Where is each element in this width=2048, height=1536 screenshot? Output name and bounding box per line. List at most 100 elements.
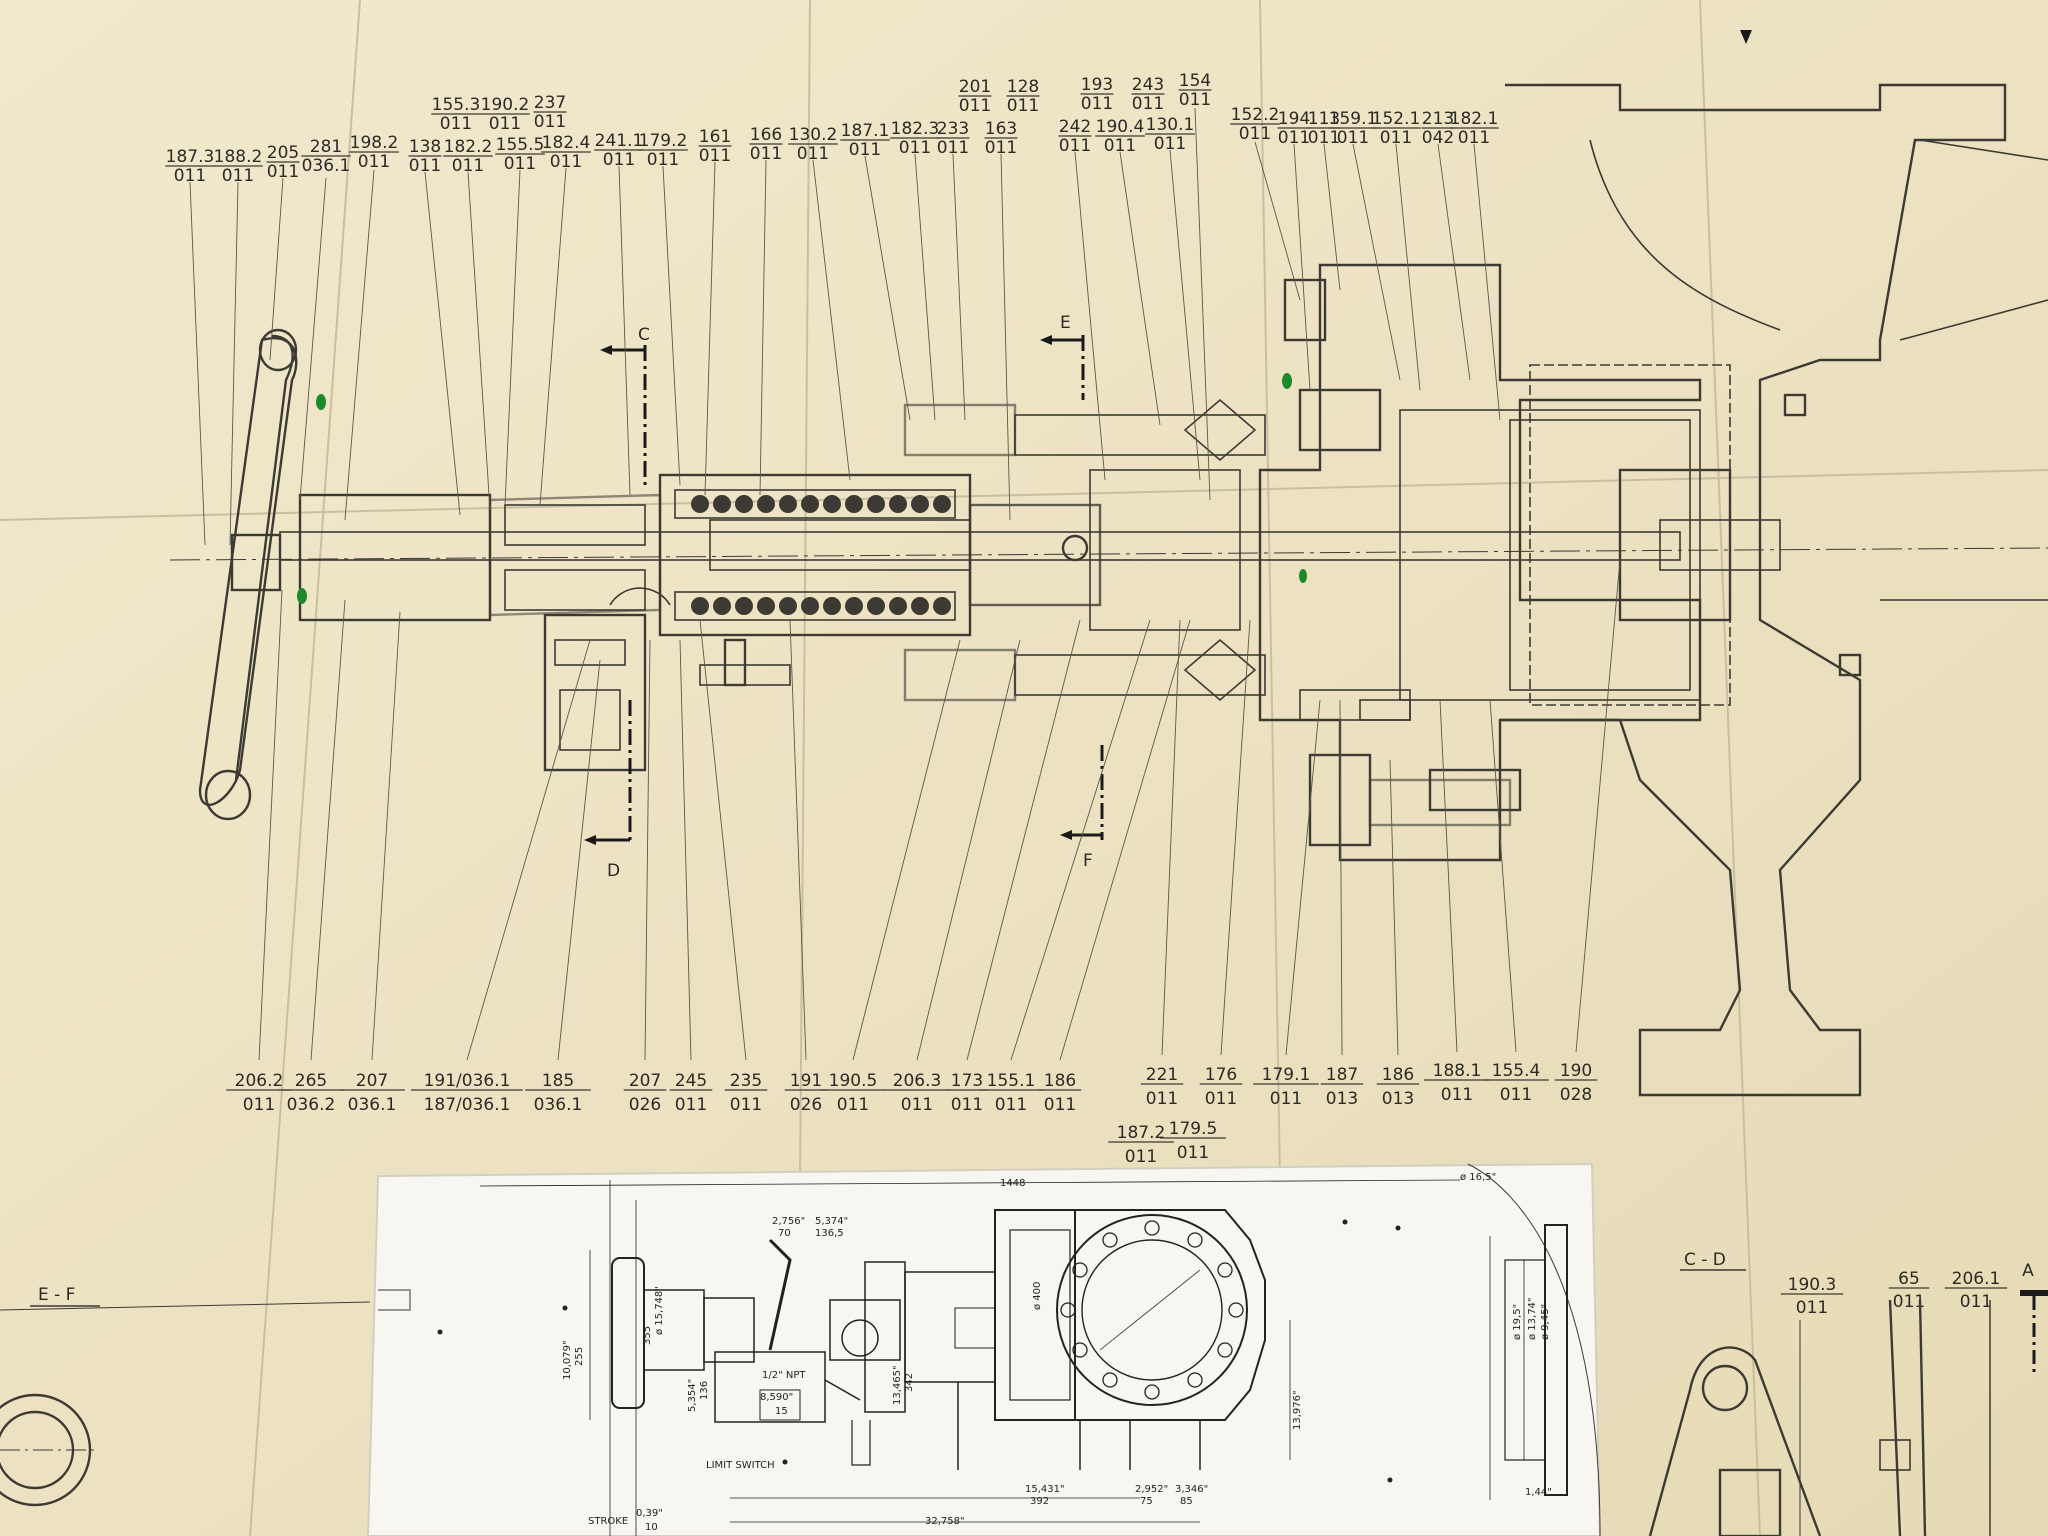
part-material-code: 011 xyxy=(1500,1085,1532,1105)
svg-text:1448: 1448 xyxy=(1000,1178,1025,1189)
svg-text:5,374": 5,374" xyxy=(815,1216,848,1227)
part-number: 245 xyxy=(675,1071,707,1091)
svg-text:136,5: 136,5 xyxy=(815,1228,844,1239)
part-material-code: 011 xyxy=(1960,1292,1992,1312)
part-number: 207 xyxy=(629,1071,661,1091)
bottom-callout-labels: 206.2011265036.2207036.1191/036.1187/036… xyxy=(226,1061,1598,1167)
part-number: 186 xyxy=(1382,1065,1414,1085)
part-number: 187.2 xyxy=(1117,1123,1166,1143)
part-material-code: 011 xyxy=(675,1095,707,1115)
section-marker-d: D xyxy=(584,700,632,881)
part-material-code: 011 xyxy=(750,144,782,164)
spring-coils xyxy=(691,495,951,615)
section-marker-e: E xyxy=(1040,313,1085,400)
part-number: 242 xyxy=(1059,117,1091,137)
part-number: 205 xyxy=(267,143,299,163)
part-material-code: 011 xyxy=(534,112,566,132)
part-material-code: 011 xyxy=(1308,128,1340,148)
part-material-code: 011 xyxy=(1893,1292,1925,1312)
part-number: 281 xyxy=(310,137,342,157)
part-number: 206.1 xyxy=(1952,1269,2001,1289)
part-number: 182.4 xyxy=(542,133,591,153)
part-material-code: 011 xyxy=(1177,1143,1209,1163)
part-material-code: 028 xyxy=(1560,1085,1592,1105)
part-material-code: 026 xyxy=(790,1095,822,1115)
part-number: 113 xyxy=(1308,109,1340,129)
part-material-code: 011 xyxy=(1458,128,1490,148)
part-material-code: 011 xyxy=(1132,94,1164,114)
part-material-code: 011 xyxy=(603,150,635,170)
part-material-code: 011 xyxy=(1081,94,1113,114)
part-number: 213 xyxy=(1422,109,1454,129)
part-material-code: 013 xyxy=(1326,1089,1358,1109)
svg-text:ø 16,5": ø 16,5" xyxy=(1460,1172,1496,1183)
part-number: 188.1 xyxy=(1433,1061,1482,1081)
part-number: 237 xyxy=(534,93,566,113)
svg-text:1,44": 1,44" xyxy=(1525,1487,1552,1498)
part-number: 159.1 xyxy=(1329,109,1378,129)
part-number: 155.1 xyxy=(987,1071,1036,1091)
section-ef-view xyxy=(0,1393,95,1507)
svg-text:32,758": 32,758" xyxy=(925,1516,965,1527)
part-material-code: 011 xyxy=(504,154,536,174)
part-number: 130.2 xyxy=(789,125,838,145)
part-material-code: 011 xyxy=(1146,1089,1178,1109)
part-material-code: 036.1 xyxy=(348,1095,397,1115)
svg-text:85: 85 xyxy=(1180,1496,1193,1507)
part-material-code: 011 xyxy=(440,114,472,134)
svg-text:13,465": 13,465" xyxy=(892,1365,903,1405)
part-number: 179.2 xyxy=(639,131,688,151)
part-number: 188.2 xyxy=(214,147,263,167)
part-material-code: 042 xyxy=(1422,128,1454,148)
part-number: 176 xyxy=(1205,1065,1237,1085)
flange-bolt-holes xyxy=(1060,1220,1244,1400)
svg-text:ø 400: ø 400 xyxy=(1032,1282,1043,1310)
section-marker-f: F xyxy=(1060,745,1104,871)
part-number: 152.2 xyxy=(1231,105,1280,125)
section-cd-view xyxy=(1648,1290,2048,1536)
part-material-code: 011 xyxy=(937,138,969,158)
part-number: 194 xyxy=(1278,109,1310,129)
part-number: 190.2 xyxy=(481,95,530,115)
part-number: 207 xyxy=(356,1071,388,1091)
part-material-code: 011 xyxy=(1796,1298,1828,1318)
svg-text:E: E xyxy=(1060,313,1071,333)
part-material-code: 011 xyxy=(837,1095,869,1115)
part-material-code: 011 xyxy=(647,150,679,170)
svg-text:0,39": 0,39" xyxy=(636,1508,663,1519)
part-number: 191/036.1 xyxy=(424,1071,511,1091)
part-material-code: 036.2 xyxy=(287,1095,336,1115)
part-number: 198.2 xyxy=(350,133,399,153)
part-material-code: 011 xyxy=(1380,128,1412,148)
part-material-code: 011 xyxy=(358,152,390,172)
part-number: 182.3 xyxy=(891,119,940,139)
part-material-code: 011 xyxy=(985,138,1017,158)
svg-text:F: F xyxy=(1083,851,1093,871)
